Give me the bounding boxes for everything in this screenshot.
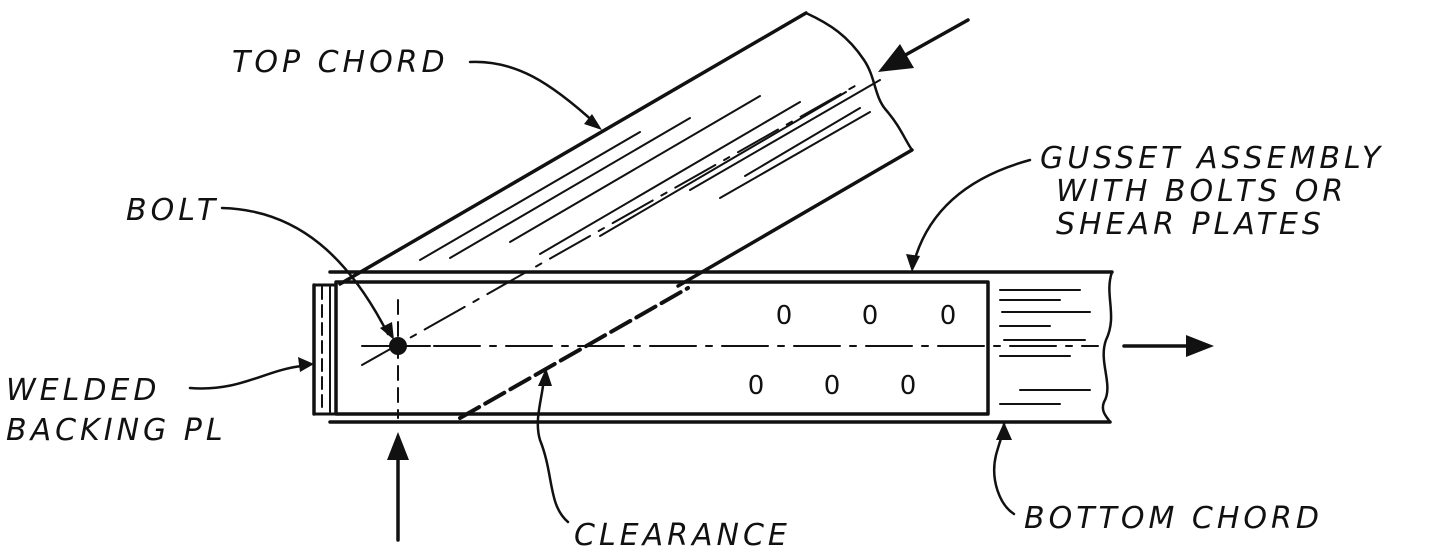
top-chord-label: TOP CHORD bbox=[232, 45, 449, 80]
top-chord-grain bbox=[419, 79, 881, 261]
welded-backing-plate bbox=[312, 283, 338, 416]
bolt-hole: 0 bbox=[776, 301, 793, 331]
bolt-hole: 0 bbox=[748, 371, 765, 401]
gusset-plate bbox=[334, 280, 990, 416]
bottom-chord-label: BOTTOM CHORD bbox=[1024, 501, 1323, 536]
clearance-label: CLEARANCE bbox=[574, 518, 791, 553]
bolt-holes: 0 0 0 0 0 0 bbox=[748, 301, 957, 401]
bolt-label: BOLT bbox=[126, 193, 219, 228]
bolt-icon bbox=[389, 337, 407, 355]
welded-label-line2: BACKING PL bbox=[6, 413, 227, 448]
top-chord bbox=[338, 11, 914, 420]
reaction-arrow bbox=[387, 432, 409, 542]
bolt-hole: 0 bbox=[940, 301, 957, 331]
bolt-hole: 0 bbox=[900, 371, 917, 401]
gusset-label-line2: WITH BOLTS OR bbox=[1056, 174, 1347, 209]
leader-lines bbox=[188, 60, 1032, 524]
compression-arrow bbox=[878, 18, 970, 72]
bolt-hole: 0 bbox=[862, 301, 879, 331]
tension-arrow bbox=[1122, 335, 1214, 357]
bottom-chord-grain bbox=[999, 289, 1091, 405]
bolt-hole: 0 bbox=[824, 371, 841, 401]
gusset-label-line1: GUSSET ASSEMBLY bbox=[1040, 141, 1384, 176]
welded-label-line1: WELDED bbox=[6, 373, 161, 408]
bottom-chord bbox=[328, 270, 1114, 424]
gusset-label-line3: SHEAR PLATES bbox=[1056, 207, 1325, 242]
